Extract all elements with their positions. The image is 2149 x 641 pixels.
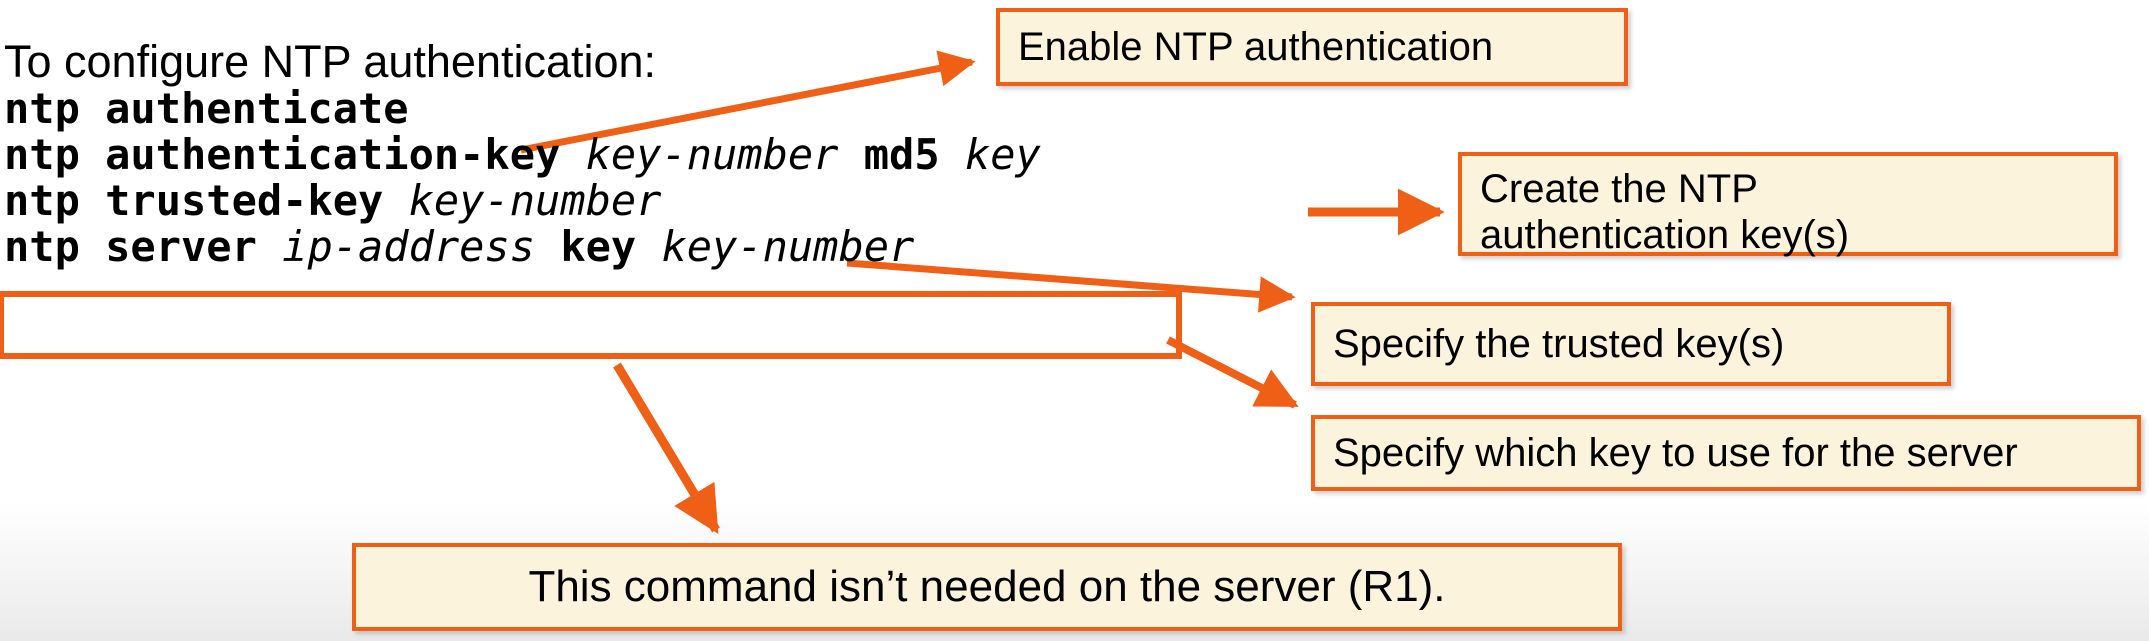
callout-specify-which-key: Specify which key to use for the server [1311, 415, 2141, 491]
callout-text: This command isn’t needed on the server … [528, 562, 1446, 611]
highlight-rect-ntp-server [0, 291, 1182, 359]
command-argument: key-number [408, 176, 662, 225]
callout-specify-trusted-key: Specify the trusted key(s) [1311, 302, 1951, 386]
callout-text: Create the NTP authentication key(s) [1480, 166, 1849, 258]
callout-text: Specify the trusted key(s) [1333, 322, 1785, 366]
callout-command-not-needed: This command isn’t needed on the server … [352, 543, 1622, 631]
command-keyword: ntp server [4, 222, 283, 271]
command-line-ntp-trusted-key: ntp trusted-key key-number [4, 178, 661, 224]
command-line-ntp-authentication-key: ntp authentication-key key-number md5 ke… [4, 132, 1041, 178]
command-argument: ip-address [282, 222, 536, 271]
command-keyword: ntp authenticate [4, 84, 409, 133]
command-argument: key-number [585, 130, 839, 179]
command-argument: key-number [661, 222, 915, 271]
command-argument: key [964, 130, 1041, 179]
command-keyword: ntp trusted-key [4, 176, 409, 225]
callout-create-ntp-key: Create the NTP authentication key(s) [1458, 152, 2118, 258]
command-keyword: md5 [838, 130, 965, 179]
arrow-to-which-callout [1166, 336, 1299, 409]
callout-text: Enable NTP authentication [1018, 25, 1494, 69]
callout-text: Specify which key to use for the server [1333, 431, 2018, 475]
command-keyword: key [535, 222, 662, 271]
callout-text-line1: Create the NTP [1480, 167, 1758, 211]
command-keyword: ntp authentication-key [4, 130, 586, 179]
command-line-ntp-server: ntp server ip-address key key-number [4, 224, 914, 270]
callout-text-line2: authentication key(s) [1480, 213, 1850, 257]
arrow-to-notneeded-callout [613, 362, 720, 535]
command-line-ntp-authenticate: ntp authenticate [4, 86, 409, 132]
intro-text: To configure NTP authentication: [4, 36, 657, 87]
callout-enable-ntp-authentication: Enable NTP authentication [996, 8, 1628, 86]
